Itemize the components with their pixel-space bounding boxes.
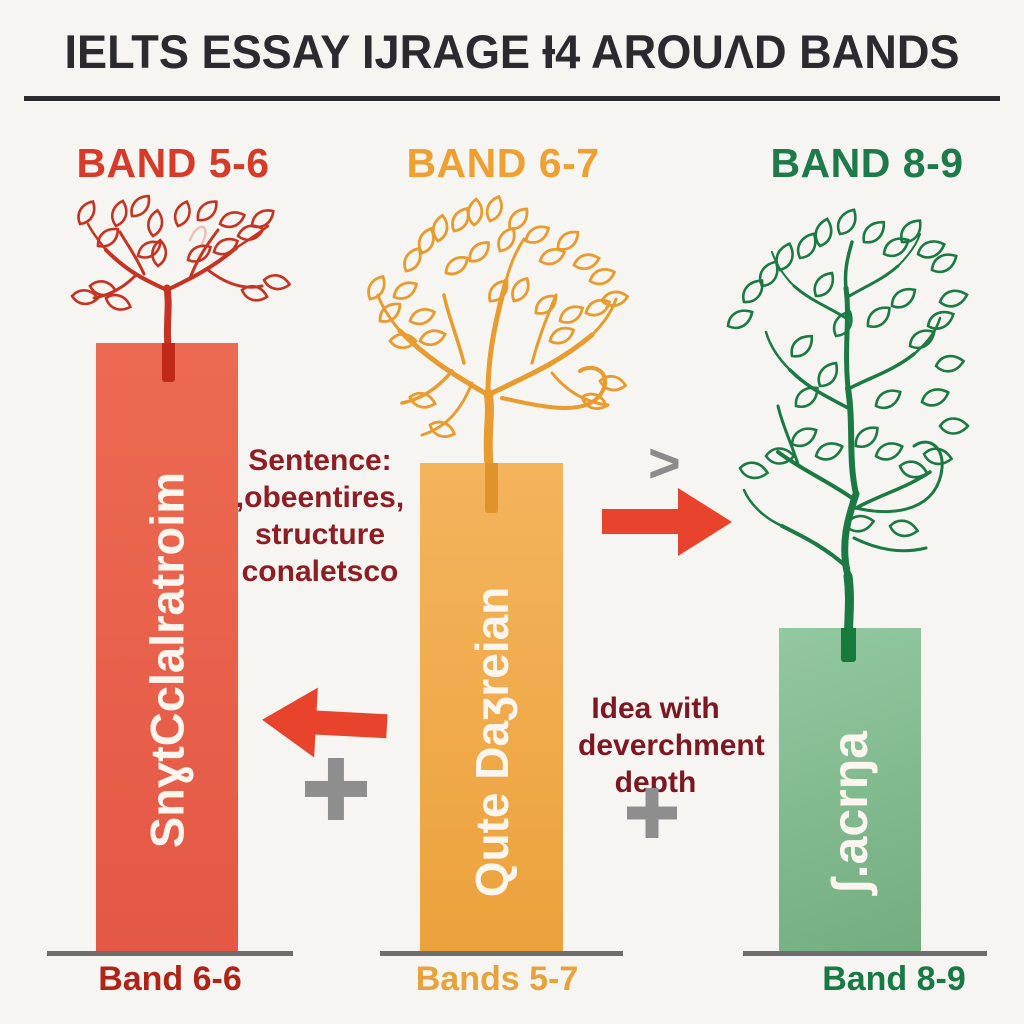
band-5-6-header: BAND 5-6 [76,140,270,186]
baseline-right [743,951,987,956]
idea-note: Idea with deverchment depth [578,690,765,801]
plus-icon-left [305,758,367,820]
orange-trunk-stub [485,463,498,513]
band-6-7-bar-label: Qute Daʒreian [465,587,518,898]
red-tree-leaves [70,190,293,315]
page-title: IELTS ESSAY IJRAGE Ɨ4 AROUΛD BANDS [64,25,960,78]
band-8-9-bar: ʃ.acrŋa [779,628,921,953]
orange-tree-icon [362,192,631,470]
sentence-note-line: Sentence: [248,444,392,477]
left-arrow-icon [262,687,388,758]
band-6-7-footer-label: Bands 5-7 [415,960,579,998]
idea-note-line: Idea with [591,692,720,725]
green-trunk-stub [841,628,856,662]
baseline-left [47,951,293,956]
band-8-9-bar-label: ʃ.acrŋa [822,731,878,896]
green-tree-icon [722,204,971,665]
red-trunk-stub [162,343,175,382]
band-5-6-bar-label: SnɣtCclalratroim [140,472,194,849]
idea-note-line: deverchment [578,729,765,762]
band-8-9-footer-label: Band 8-9 [822,960,966,998]
greater-than-icon: > [648,431,681,494]
title-divider [24,96,1000,101]
band-6-7-header: BAND 6-7 [406,140,600,186]
band-8-9-header: BAND 8-9 [770,140,964,186]
sentence-note-line: ,obeentires, [235,481,405,514]
band-6-7-bar: Qute Daʒreian [420,463,563,953]
band-5-6-bar: SnɣtCclalratroim [96,343,238,953]
sentence-note: Sentence: ,obeentires, structure conalet… [230,442,410,590]
red-tree-icon [70,190,293,352]
baseline-middle [380,951,623,956]
sentence-note-line: conaletsco [241,555,399,588]
right-arrow-icon [602,488,732,556]
band-5-6-footer-label: Band 6-6 [98,960,242,998]
sentence-note-line: structure [254,518,386,551]
plus-icon-right [627,788,677,838]
